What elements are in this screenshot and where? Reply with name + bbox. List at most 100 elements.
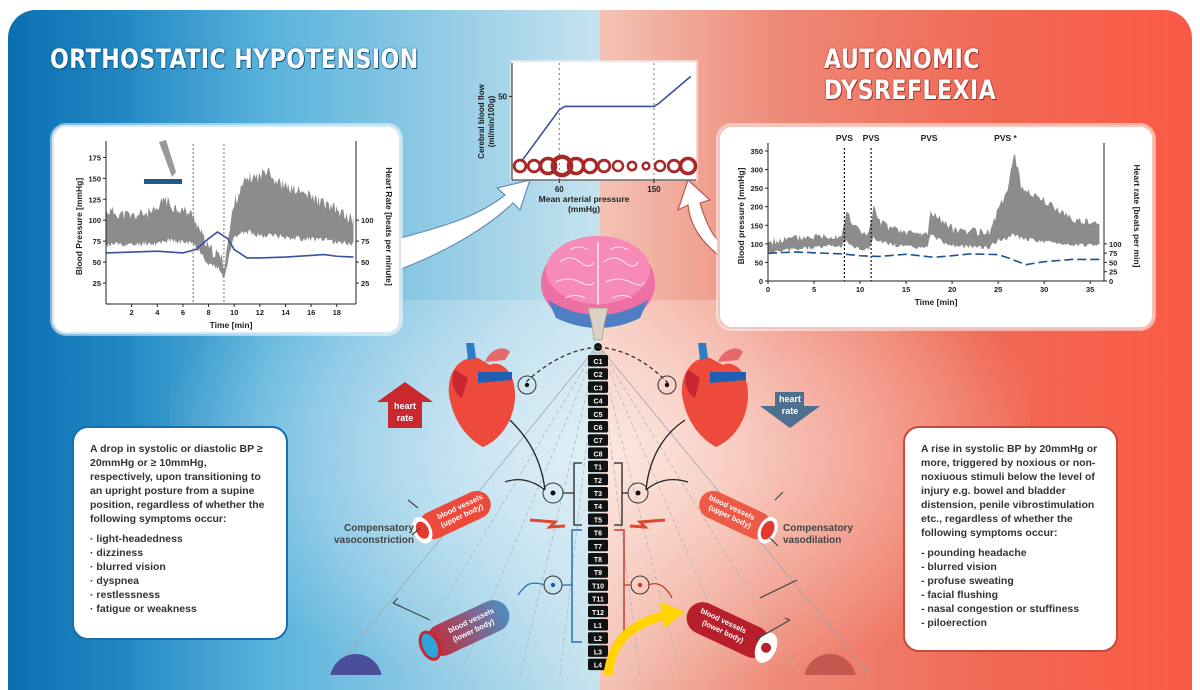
- svg-text:350: 350: [750, 147, 763, 156]
- svg-text:60: 60: [555, 185, 564, 194]
- svg-text:Mean arterial pressure: Mean arterial pressure: [539, 194, 630, 204]
- autonomic-dysreflexia-title: AUTONOMIC DYSREFLEXIA: [824, 44, 997, 106]
- svg-text:T4: T4: [594, 504, 602, 511]
- svg-text:Heart rate [beats per min]: Heart rate [beats per min]: [1132, 165, 1142, 268]
- svg-text:50: 50: [93, 258, 101, 267]
- svg-text:rate: rate: [782, 406, 799, 416]
- vertebra-c2: [588, 368, 608, 380]
- vertebra-t10: [588, 579, 608, 591]
- svg-text:T1: T1: [594, 465, 602, 472]
- definition-text: A rise in systolic BP by 20mmHg or more,…: [921, 443, 1098, 539]
- left-bottom-circle: [330, 654, 382, 675]
- svg-text:175: 175: [88, 153, 101, 162]
- symptom-list: · light-headedness· dizziness· blurred v…: [90, 532, 270, 616]
- left-to-center-arrow: [392, 179, 531, 273]
- svg-text:T10: T10: [592, 583, 604, 590]
- svg-text:25: 25: [361, 279, 369, 288]
- svg-text:Time [min]: Time [min]: [210, 320, 253, 330]
- symptom-item: · restlessness: [90, 589, 161, 601]
- svg-text:100: 100: [1109, 240, 1122, 249]
- symptom-item: · dizziness: [90, 547, 144, 559]
- svg-text:heart: heart: [779, 394, 801, 404]
- svg-text:35: 35: [1086, 285, 1094, 294]
- vertebra-c6: [588, 421, 608, 433]
- svg-text:T11: T11: [592, 597, 604, 604]
- svg-text:150: 150: [647, 185, 661, 194]
- vertebra-t9: [588, 566, 608, 578]
- vertebra-t12: [588, 605, 608, 618]
- heart-right-illustration: [681, 343, 748, 447]
- svg-text:Time [min]: Time [min]: [915, 297, 958, 307]
- vertebra-c5: [588, 407, 608, 420]
- heart-rate-line: [767, 251, 1100, 266]
- svg-text:2: 2: [130, 308, 134, 317]
- svg-text:0: 0: [1109, 277, 1113, 286]
- symptom-item: - pounding headache: [921, 547, 1027, 559]
- svg-text:L4: L4: [594, 663, 602, 670]
- cerebral-blood-flow-line: [521, 75, 692, 161]
- vertebra-t11: [588, 592, 608, 605]
- svg-text:100: 100: [361, 216, 374, 225]
- vessel-lower-right: blood vessels (lower body): [686, 602, 778, 663]
- svg-text:12: 12: [256, 308, 264, 317]
- autonomic-dysreflexia-definition: A rise in systolic BP by 20mmHg or more,…: [903, 426, 1118, 652]
- svg-text:rate: rate: [397, 413, 414, 423]
- svg-text:L3: L3: [594, 649, 602, 656]
- symptom-item: - facial flushing: [921, 589, 999, 601]
- vertebra-c4: [588, 394, 608, 407]
- svg-text:T8: T8: [594, 557, 602, 564]
- svg-text:75: 75: [361, 237, 369, 246]
- svg-text:Blood Pressure [mmHg]: Blood Pressure [mmHg]: [74, 178, 84, 275]
- svg-text:L1: L1: [594, 623, 602, 630]
- svg-text:18: 18: [333, 308, 341, 317]
- svg-text:50: 50: [755, 258, 763, 267]
- svg-text:30: 30: [1040, 285, 1048, 294]
- symptom-item: · dyspnea: [90, 575, 140, 587]
- svg-text:PVS: PVS: [921, 133, 938, 143]
- svg-text:C4: C4: [594, 399, 603, 406]
- svg-text:75: 75: [1109, 249, 1117, 258]
- svg-text:50: 50: [361, 258, 369, 267]
- vertebra-l4: [588, 658, 608, 671]
- vertebra-t8: [588, 553, 608, 565]
- svg-text:heart: heart: [394, 401, 416, 411]
- svg-text:100: 100: [88, 216, 101, 225]
- svg-text:125: 125: [88, 195, 101, 204]
- svg-text:25: 25: [994, 285, 1002, 294]
- symptom-list: - pounding headache- blurred vision- pro…: [921, 546, 1100, 630]
- svg-text:Heart Rate [beats per minute]: Heart Rate [beats per minute]: [384, 167, 394, 286]
- orthostatic-hypotension-definition: A drop in systolic or diastolic BP ≥ 20m…: [72, 426, 288, 640]
- vertebra-t1: [588, 460, 608, 473]
- heart-rate-up-arrow: heart rate: [377, 382, 433, 428]
- svg-text:(mmHg): (mmHg): [568, 204, 600, 214]
- svg-text:20: 20: [948, 285, 956, 294]
- svg-text:50: 50: [498, 92, 507, 101]
- svg-text:C7: C7: [594, 438, 603, 445]
- vessel-upper-right: blood vessels (upper body): [699, 490, 778, 544]
- vertebra-t5: [588, 513, 608, 525]
- svg-text:C2: C2: [594, 372, 603, 379]
- svg-text:8: 8: [206, 308, 210, 317]
- vessel-lower-left: blood vessels (lower body): [418, 600, 510, 661]
- svg-text:100: 100: [750, 240, 763, 249]
- svg-text:T2: T2: [594, 478, 602, 485]
- svg-text:5: 5: [812, 285, 816, 294]
- svg-text:10: 10: [856, 285, 864, 294]
- symptom-item: - nasal congestion or stuffiness: [921, 603, 1080, 615]
- svg-text:T6: T6: [594, 531, 602, 538]
- svg-text:T7: T7: [594, 544, 602, 551]
- svg-text:6: 6: [181, 308, 185, 317]
- svg-text:C6: C6: [594, 425, 603, 432]
- heart-rate-line: [105, 230, 354, 259]
- svg-text:50: 50: [1109, 258, 1117, 267]
- svg-text:Cerebral blood flow: Cerebral blood flow: [477, 83, 486, 158]
- svg-text:300: 300: [750, 166, 763, 175]
- svg-text:4: 4: [155, 308, 160, 317]
- heart-left-illustration: [448, 343, 515, 447]
- vertebra-c8: [588, 447, 608, 459]
- svg-text:T5: T5: [594, 517, 602, 524]
- vertebra-t2: [588, 473, 608, 486]
- vertebra-c3: [588, 381, 608, 393]
